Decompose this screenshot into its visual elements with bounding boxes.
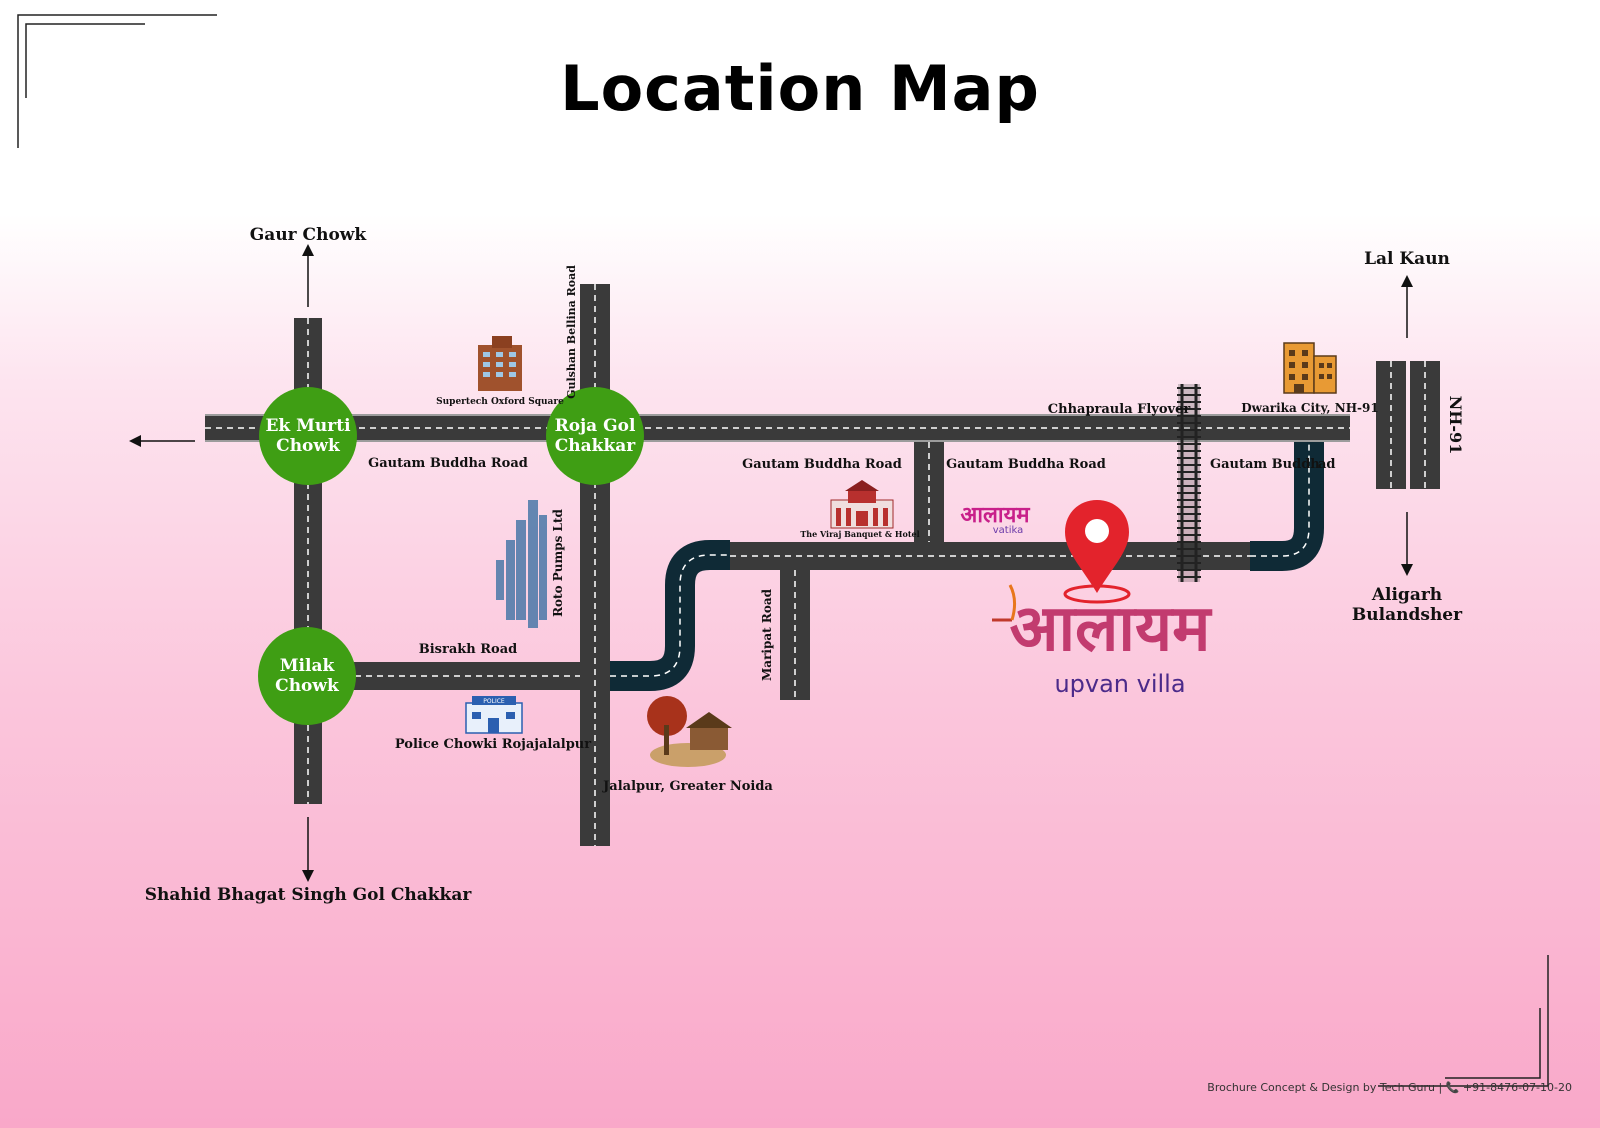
banquet-hall-icon (830, 480, 894, 529)
landmark-label-jalalpur: Jalalpur, Greater Noida (602, 779, 773, 794)
label-gaur-chowk: Gaur Chowk (250, 225, 368, 245)
road-right-curve (1250, 442, 1324, 571)
roundabout-label: Milak (280, 656, 336, 676)
village-icon (647, 696, 732, 767)
vatika-brand-text: आलायम (960, 503, 1030, 528)
roundabout-milak: Milak Chowk (258, 627, 356, 725)
roads (205, 284, 1440, 846)
road-gautam-buddha-main (205, 414, 1350, 442)
road-maripat (780, 570, 810, 700)
building-icon (478, 336, 522, 391)
road-flyover-curve (610, 540, 730, 691)
vatika-sub-text: vatika (993, 525, 1024, 536)
roundabout-label: Chakkar (555, 436, 636, 456)
roundabout-label: Ek Murti (265, 416, 351, 436)
label-shahid-bhagat-singh: Shahid Bhagat Singh Gol Chakkar (145, 885, 473, 905)
police-station-icon: POLICE (465, 696, 523, 734)
direction-arrows (129, 244, 1413, 882)
road-nh91 (1376, 361, 1440, 489)
hotel-building-icon (1283, 342, 1337, 394)
roundabout-label: Chowk (275, 676, 340, 696)
road-label-gautam-buddha-partial: Gautam Buddh (1210, 457, 1320, 472)
roundabout-label: Chowk (276, 436, 341, 456)
label-lal-kaun: Lal Kaun (1364, 249, 1450, 269)
road-label-nh91: NH-91 (1446, 396, 1465, 455)
location-pin-icon (1063, 500, 1131, 604)
landmark-label-dwarika: Dwarika City, NH-91 (1241, 401, 1378, 415)
road-label-gautam-buddha: Gautam Buddha Road (368, 456, 528, 471)
road-gulshan-bellina-vertical (580, 284, 610, 846)
road-label-chhapraula: Chhapraula Flyover (1048, 402, 1191, 417)
corner-frame-top-left (17, 14, 217, 148)
project-brand-logo: आलायम upvan villa (992, 584, 1213, 698)
road-label-gautam-buddha: Gautam Buddha Road (946, 457, 1106, 472)
police-sign-text: POLICE (483, 698, 505, 705)
page-title: Location Map (560, 52, 1040, 125)
landmark-label-police: Police Chowki Rojajalalpur (395, 737, 591, 752)
label-bulandsher: Bulandsher (1352, 605, 1463, 625)
road-label-gautam-buddha-tail: ad (1318, 457, 1336, 472)
landmark-label-viraj: The Viraj Banquet & Hotel (800, 529, 919, 539)
vatika-logo: आलायम vatika (960, 503, 1030, 536)
roundabout-label: Roja Gol (555, 416, 636, 436)
roundabout-roja-gol: Roja Gol Chakkar (546, 387, 644, 485)
railway-track (1177, 384, 1201, 582)
road-label-gulshan-bellina: Gulshan Bellina Road (565, 265, 578, 399)
footer-credit: Brochure Concept & Design by Tech Guru |… (1207, 1081, 1572, 1094)
road-label-maripat: Maripat Road (760, 588, 774, 681)
landmark-label-roto: Roto Pumps Ltd (551, 508, 565, 616)
road-label-gautam-buddha: Gautam Buddha Road (742, 457, 902, 472)
project-brand-text: आलायम (1010, 592, 1213, 666)
skyline-icon (496, 500, 547, 628)
label-aligarh: Aligarh (1371, 585, 1442, 605)
landmark-label-supertech: Supertech Oxford Square (436, 397, 564, 407)
roundabout-ek-murti: Ek Murti Chowk (259, 387, 357, 485)
road-label-bisrakh: Bisrakh Road (419, 642, 518, 657)
road-bisrakh (322, 662, 580, 690)
project-brand-sub: upvan villa (1054, 670, 1185, 698)
corner-frame-bottom-right (1378, 955, 1549, 1087)
road-project-horizontal (730, 542, 1250, 570)
road-connector (914, 442, 944, 542)
